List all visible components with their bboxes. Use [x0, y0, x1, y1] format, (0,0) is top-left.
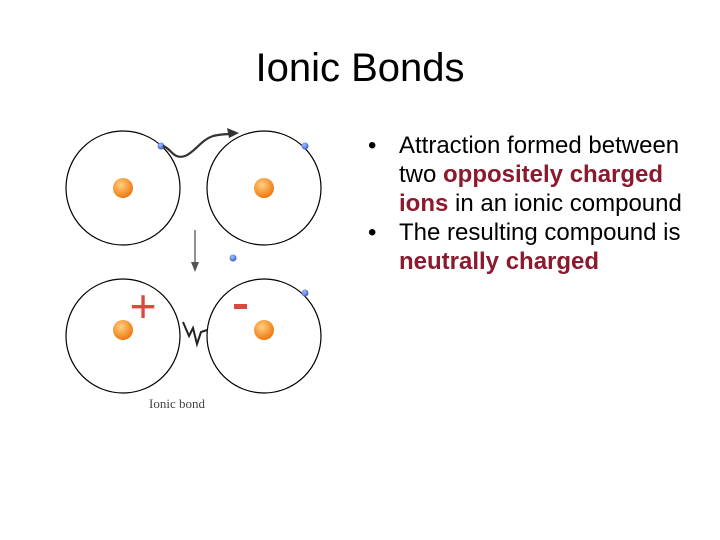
top-left-atom-orbit — [65, 130, 181, 246]
bullet-text: The resulting compound is — [399, 219, 681, 246]
electron-transfer-arrowhead — [227, 128, 239, 138]
anion-orbit — [206, 278, 322, 394]
cation-nucleus — [113, 320, 133, 340]
bullet-highlight: oppositely charged ions — [399, 161, 664, 217]
electron-transfer-arrow — [162, 132, 234, 158]
bullet-item: • Attraction formed between two opposite… — [368, 131, 698, 218]
anion-minus-sign — [234, 304, 247, 309]
bullet-list: • Attraction formed between two opposite… — [368, 131, 698, 276]
top-right-atom-orbit — [206, 130, 322, 246]
bullet-highlight: neutrally charged — [399, 248, 600, 275]
bullet-text: in an ionic compound — [448, 190, 682, 217]
top-left-nucleus — [113, 178, 133, 198]
bullet-item: • The resulting compound is neutrally ch… — [368, 218, 698, 276]
diagram-caption: Ionic bond — [149, 396, 205, 411]
slide-title: Ionic Bonds — [255, 46, 465, 90]
bullet-text: Attraction formed between two — [399, 132, 680, 188]
cation-orbit — [65, 278, 181, 394]
anion-electron-right — [301, 289, 309, 297]
top-right-nucleus — [254, 178, 274, 198]
top-left-electron — [157, 142, 165, 150]
cation-plus-sign: + — [130, 280, 157, 332]
ionic-bond-zigzag — [182, 321, 208, 348]
anion-electron-left — [229, 254, 237, 262]
bullet-marker: • — [368, 219, 377, 246]
reaction-down-arrowhead — [191, 262, 199, 272]
bullet-marker: • — [368, 132, 377, 159]
top-right-electron — [301, 142, 309, 150]
ionic-bond-diagram: + Ionic bond — [65, 128, 322, 411]
anion-nucleus — [254, 320, 274, 340]
